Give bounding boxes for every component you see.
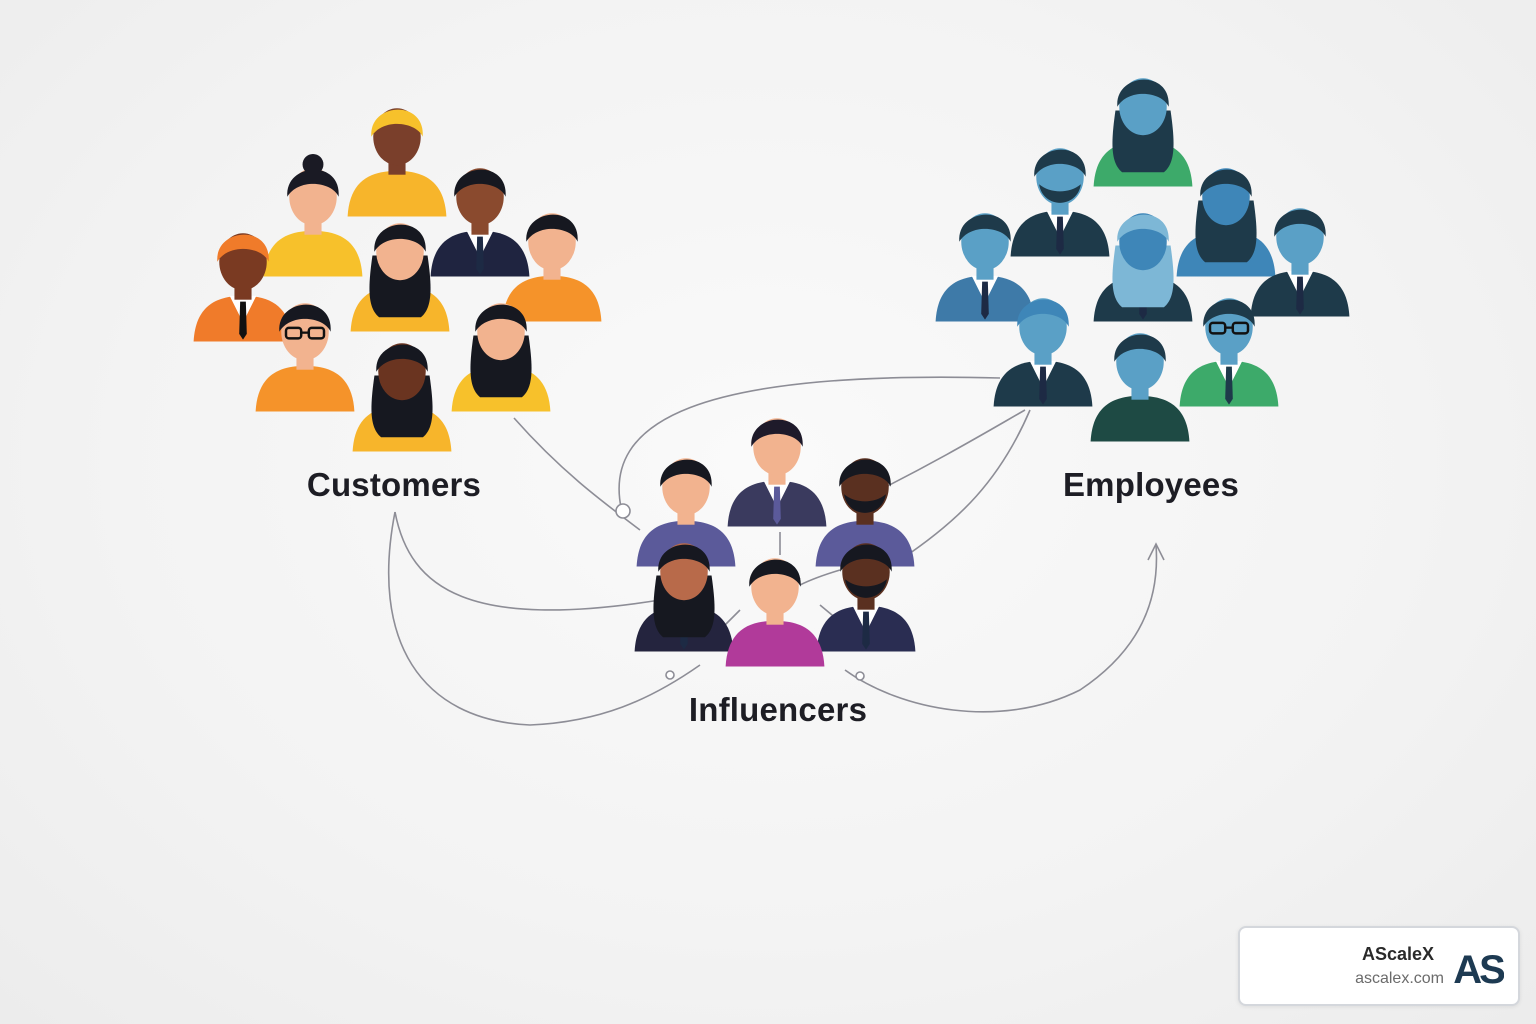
employees-cluster bbox=[935, 78, 1350, 442]
employees-label: Employees bbox=[1062, 466, 1240, 503]
person-icon bbox=[634, 543, 734, 652]
connection-line bbox=[394, 511, 661, 611]
connection-line bbox=[844, 544, 1158, 713]
connection-line bbox=[799, 569, 841, 586]
person-icon bbox=[1090, 333, 1190, 442]
person-icon bbox=[430, 168, 530, 277]
person-icon bbox=[816, 543, 916, 652]
brand-url[interactable]: ascalex.com bbox=[1355, 970, 1444, 987]
person-icon bbox=[255, 303, 355, 412]
person-icon bbox=[1093, 213, 1193, 322]
connection-line bbox=[387, 511, 701, 726]
influencers-label: Influencers bbox=[688, 691, 868, 728]
brand-card[interactable]: AScaleX ascalex.com AS bbox=[1238, 926, 1520, 1006]
connection-node bbox=[615, 503, 631, 519]
person-icon bbox=[1179, 298, 1279, 407]
influencers-cluster bbox=[634, 418, 916, 667]
connection-lines bbox=[387, 376, 1165, 726]
person-icon bbox=[725, 558, 825, 667]
person-icon bbox=[193, 233, 293, 342]
connection-line bbox=[899, 409, 1031, 561]
customers-cluster bbox=[193, 108, 602, 452]
person-icon bbox=[1093, 78, 1193, 187]
connection-line bbox=[513, 417, 641, 531]
person-icon bbox=[935, 213, 1035, 322]
person-icon bbox=[727, 418, 827, 527]
connection-nodes bbox=[615, 503, 865, 681]
person-icon bbox=[1250, 208, 1350, 317]
person-icon bbox=[352, 343, 452, 452]
connection-node bbox=[665, 670, 675, 680]
person-icon bbox=[815, 458, 915, 567]
svg-text:AS: AS bbox=[1453, 948, 1504, 990]
connection-line bbox=[1147, 542, 1165, 561]
person-icon bbox=[993, 298, 1093, 407]
person-icon bbox=[263, 153, 363, 277]
person-icon bbox=[347, 108, 447, 217]
brand-name: AScaleX bbox=[1361, 944, 1434, 964]
person-icon bbox=[350, 223, 450, 332]
connection-line bbox=[618, 376, 1001, 513]
connection-node bbox=[855, 671, 865, 681]
person-icon bbox=[1010, 148, 1110, 257]
person-icon bbox=[502, 213, 602, 322]
customers-label: Customers bbox=[306, 466, 482, 503]
person-icon bbox=[1176, 168, 1276, 277]
person-icon bbox=[451, 303, 551, 412]
ascalex-logo-icon: AS bbox=[1453, 948, 1504, 990]
